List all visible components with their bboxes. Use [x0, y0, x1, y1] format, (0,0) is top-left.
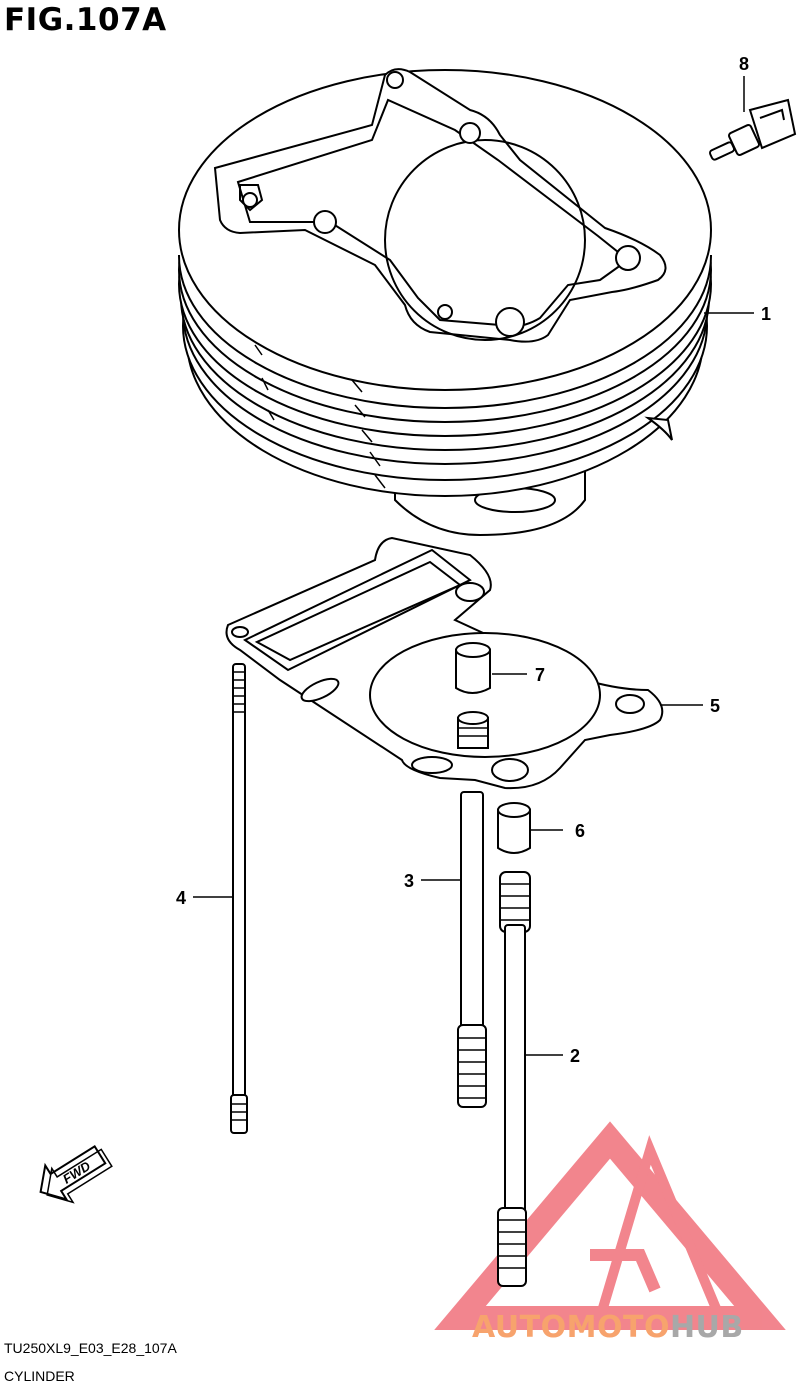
cylinder-part-1: [178, 68, 712, 537]
callout-1: 1: [761, 304, 771, 324]
dowel-pin-part-6: [497, 802, 531, 854]
dowel-pin-part-7: [455, 642, 491, 694]
callout-5: 5: [710, 696, 720, 716]
stud-part-4: [230, 663, 248, 1134]
callout-7: 7: [535, 665, 545, 685]
callouts: 1 2 3 4 5 6 7 8: [176, 54, 771, 1066]
footer-section-name: CYLINDER: [4, 1368, 75, 1384]
leader-lines: [193, 76, 754, 1056]
callout-4: 4: [176, 888, 186, 908]
watermark-moto: MOTO: [566, 1310, 670, 1345]
watermark-logo: [434, 1121, 786, 1330]
figure-title: FIG.107A: [4, 2, 167, 38]
callout-2: 2: [570, 1046, 580, 1066]
stud-part-3: [457, 791, 487, 1108]
stud-part-2: [497, 871, 531, 1287]
callout-6: 6: [575, 821, 585, 841]
watermark-auto: AUTO: [472, 1310, 567, 1345]
watermark-text: AUTOMOTOHUB: [472, 1310, 744, 1345]
footer-model-code: TU250XL9_E03_E28_107A: [4, 1340, 177, 1356]
callout-3: 3: [404, 871, 414, 891]
temperature-sensor-part-8: [708, 98, 797, 161]
fwd-arrow-icon: FWD: [39, 1145, 113, 1204]
watermark-hub: HUB: [669, 1310, 744, 1345]
callout-8: 8: [739, 54, 749, 74]
stud-top-part-3: [457, 711, 489, 749]
cylinder-base-gasket-part-5: [225, 536, 664, 790]
